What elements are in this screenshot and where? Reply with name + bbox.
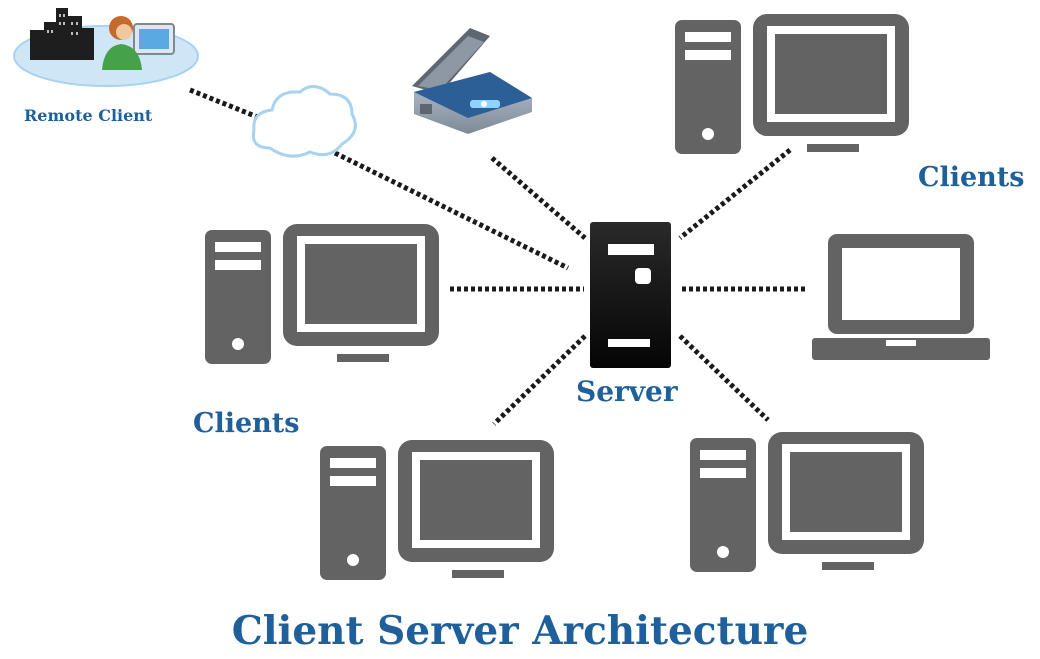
remote-client-icon xyxy=(13,8,199,87)
desktop-computer-icon xyxy=(320,440,554,580)
server-icon xyxy=(590,222,671,368)
cloud-icon xyxy=(251,85,357,158)
link-scanner-server xyxy=(490,156,587,240)
clients-right-label: Clients xyxy=(918,162,1025,193)
link-top-right-client-server xyxy=(678,148,792,240)
link-bottom-right-client-server xyxy=(678,334,770,422)
desktop-computer-icon xyxy=(205,224,439,364)
link-remote-client-cloud xyxy=(189,87,261,121)
remote-client-label: Remote Client xyxy=(24,106,153,125)
diagram-title: Client Server Architecture xyxy=(231,608,809,654)
desktop-computer-icon xyxy=(690,432,924,572)
scanner-icon xyxy=(412,28,532,134)
link-bottom-left-client-server xyxy=(492,334,587,426)
clients-left-label: Clients xyxy=(193,408,300,439)
link-cloud-server xyxy=(333,150,570,271)
connectors xyxy=(189,87,806,426)
desktop-computer-icon xyxy=(675,14,909,154)
laptop-icon xyxy=(812,234,990,360)
server-label: Server xyxy=(576,375,678,408)
